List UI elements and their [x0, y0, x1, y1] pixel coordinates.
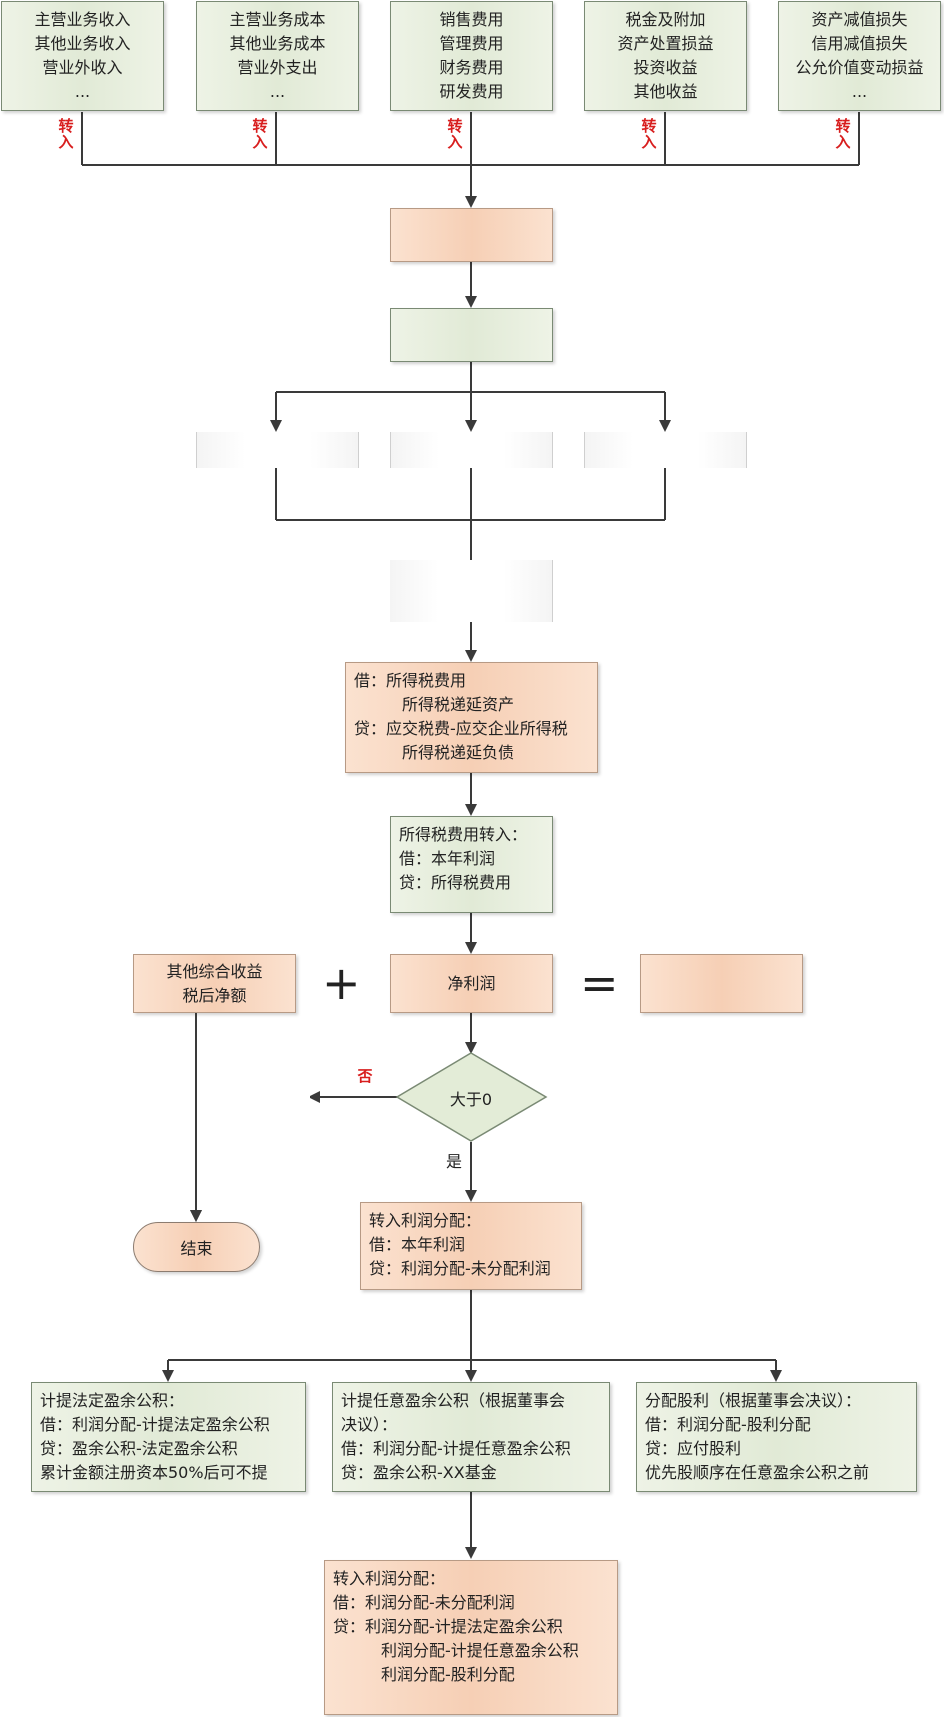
equals-sign: =	[580, 956, 619, 1010]
end-terminal: 结束	[133, 1222, 260, 1272]
entry-line: 利润分配-计提任意盈余公积	[381, 1641, 579, 1660]
end-label: 结束	[180, 1239, 213, 1258]
entry-line: 分配股利（根据董事会决议）：	[645, 1391, 862, 1410]
source-line: 管理费用	[439, 34, 504, 53]
entry-line: 转入利润分配：	[369, 1211, 482, 1230]
adjustment-box-middle	[390, 432, 553, 468]
entry-line: 贷：盈余公积-法定盈余公积	[40, 1439, 238, 1458]
source-box-cost: 主营业务成本 其他业务成本 营业外支出 ...	[196, 1, 359, 111]
source-line: 资产减值损失	[811, 10, 908, 29]
entry-line: 借：利润分配-计提任意盈余公积	[341, 1439, 571, 1458]
net-profit-label: 净利润	[447, 973, 496, 993]
entry-line: 所得税费用转入：	[399, 825, 528, 844]
entry-line: 贷：所得税费用	[399, 873, 512, 892]
adjustment-box-left	[196, 432, 359, 468]
entry-line: 贷：利润分配-未分配利润	[369, 1259, 551, 1278]
source-box-impairments: 资产减值损失 信用减值损失 公允价值变动损益 ...	[778, 1, 941, 111]
no-label: 否	[357, 1067, 373, 1085]
source-box-expenses: 销售费用 管理费用 财务费用 研发费用	[390, 1, 553, 111]
entry-line: 转入利润分配：	[333, 1569, 446, 1588]
entry-line: 累计金额注册资本50%后可不提	[40, 1463, 268, 1482]
oci-line: 税后净额	[182, 985, 247, 1005]
source-line: ...	[851, 82, 868, 101]
dividend-box: 分配股利（根据董事会决议）： 借：利润分配-股利分配 贷：应付股利 优先股顺序在…	[636, 1382, 917, 1492]
entry-line: 借：本年利润	[399, 849, 496, 868]
source-line: 主营业务成本	[229, 10, 326, 29]
entry-line: 优先股顺序在任意盈余公积之前	[645, 1463, 870, 1482]
source-line: ...	[74, 82, 91, 101]
total-profit-box	[390, 308, 553, 362]
entry-line: 计提法定盈余公积：	[40, 1391, 185, 1410]
transfer-label: 转入	[835, 117, 851, 151]
source-line: 研发费用	[439, 82, 504, 101]
entry-line: 借：所得税费用	[354, 671, 467, 690]
source-line: 投资收益	[633, 58, 698, 77]
entry-line: 贷：应付股利	[645, 1439, 742, 1458]
adjustment-box-right	[584, 432, 747, 468]
source-line: 其他业务成本	[229, 34, 326, 53]
entry-line: 借：利润分配-计提法定盈余公积	[40, 1415, 270, 1434]
source-line: 财务费用	[439, 58, 504, 77]
oci-shadow-area	[80, 1030, 310, 1190]
entry-line: 贷：应交税费-应交企业所得税	[354, 719, 568, 738]
decision-label: 大于0	[449, 1090, 493, 1109]
transfer-label: 转入	[641, 117, 657, 151]
source-line: 营业外收入	[42, 58, 123, 77]
profit-transfer-box: 转入利润分配： 借：本年利润 贷：利润分配-未分配利润	[360, 1202, 582, 1290]
source-line: 税金及附加	[625, 10, 706, 29]
entry-line: 所得税递延资产	[402, 695, 515, 714]
source-line: 营业外支出	[237, 58, 318, 77]
entry-line: 计提任意盈余公积（根据董事会	[341, 1391, 566, 1410]
statutory-reserve-box: 计提法定盈余公积： 借：利润分配-计提法定盈余公积 贷：盈余公积-法定盈余公积 …	[31, 1382, 306, 1492]
taxable-income-box	[390, 560, 553, 622]
entry-line: 所得税递延负债	[402, 743, 515, 762]
decision-diamond	[395, 1052, 548, 1142]
transfer-label: 转入	[447, 117, 463, 151]
oci-box: 其他综合收益 税后净额	[133, 954, 296, 1013]
source-line: 信用减值损失	[811, 34, 908, 53]
tax-transfer-box: 所得税费用转入： 借：本年利润 贷：所得税费用	[390, 816, 553, 913]
income-tax-entry-box: 借：所得税费用 所得税递延资产 贷：应交税费-应交企业所得税 所得税递延负债	[345, 662, 598, 773]
final-transfer-box: 转入利润分配： 借：利润分配-未分配利润 贷：利润分配-计提法定盈余公积 利润分…	[324, 1560, 618, 1715]
source-box-revenue: 主营业务收入 其他业务收入 营业外收入 ...	[1, 1, 164, 111]
source-line: 其他业务收入	[34, 34, 131, 53]
net-profit-box: 净利润	[390, 954, 553, 1013]
source-box-taxes-gains: 税金及附加 资产处置损益 投资收益 其他收益	[584, 1, 747, 111]
oci-line: 其他综合收益	[166, 961, 263, 981]
entry-line: 借：利润分配-股利分配	[645, 1415, 811, 1434]
discretionary-reserve-box: 计提任意盈余公积（根据董事会 决议）： 借：利润分配-计提任意盈余公积 贷：盈余…	[332, 1382, 610, 1492]
source-line: ...	[269, 82, 286, 101]
source-line: 主营业务收入	[34, 10, 131, 29]
source-line: 公允价值变动损益	[795, 58, 924, 77]
entry-line: 利润分配-股利分配	[381, 1665, 515, 1684]
operating-profit-box	[390, 208, 553, 262]
entry-line: 借：利润分配-未分配利润	[333, 1593, 515, 1612]
entry-line: 借：本年利润	[369, 1235, 466, 1254]
yes-label: 是	[446, 1152, 463, 1171]
source-line: 其他收益	[633, 82, 698, 101]
transfer-label: 转入	[58, 117, 74, 151]
entry-line: 贷：盈余公积-XX基金	[341, 1463, 497, 1482]
source-line: 销售费用	[439, 10, 504, 29]
entry-line: 决议）：	[341, 1415, 398, 1434]
plus-sign: +	[322, 956, 361, 1010]
comprehensive-income-box	[640, 954, 803, 1013]
entry-line: 贷：利润分配-计提法定盈余公积	[333, 1617, 563, 1636]
transfer-label: 转入	[252, 117, 268, 151]
source-line: 资产处置损益	[617, 34, 714, 53]
